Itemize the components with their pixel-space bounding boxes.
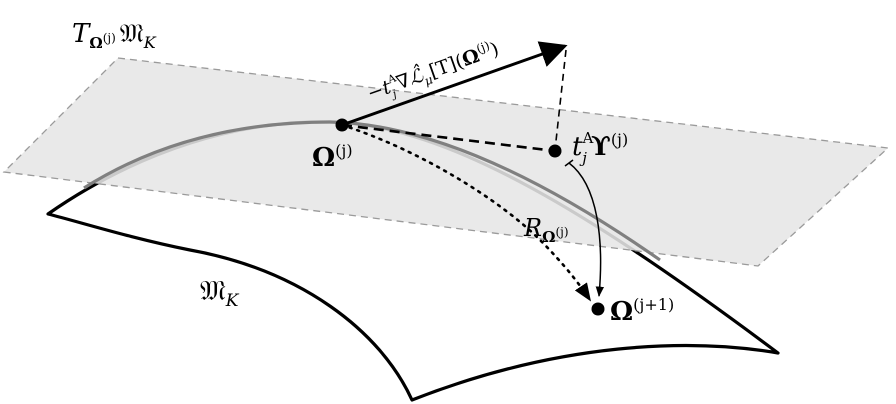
point-next xyxy=(591,302,605,316)
manifold-label: 𝔐K xyxy=(200,274,240,311)
step-dashed-line xyxy=(341,123,556,153)
retraction-label: RΩ(j) xyxy=(523,214,569,246)
projection-dashed-line xyxy=(554,49,567,151)
tangent-plane xyxy=(2,57,890,267)
point-current xyxy=(335,118,349,132)
gradient-label-group: −tAj∇ℒ̂μ[T](Ω(j)) xyxy=(364,36,504,109)
gradient-arrow xyxy=(341,41,568,127)
current-point-label: Ω(j) xyxy=(312,141,353,173)
manifold-dotted-path xyxy=(340,123,592,302)
gradient-label: −tAj∇ℒ̂μ[T](Ω(j)) xyxy=(364,36,504,109)
retraction-arrow xyxy=(568,162,605,298)
tangent-space-label: TΩ(j)𝔐K xyxy=(72,19,157,52)
point-step xyxy=(548,144,562,158)
next-point-label: Ω(j+1) xyxy=(610,295,674,327)
